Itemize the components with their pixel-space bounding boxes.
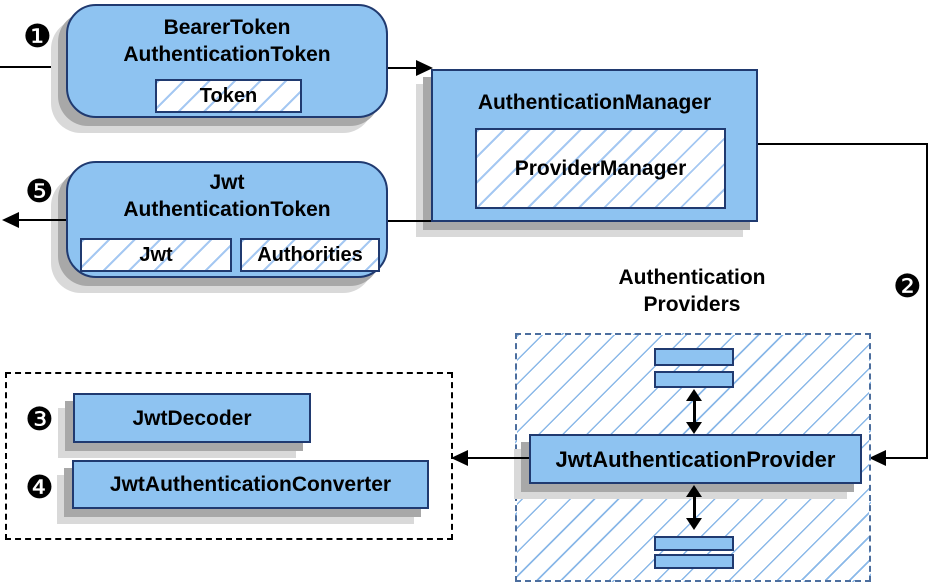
arrow-shaft bbox=[692, 494, 696, 521]
jwt-decoder-node: JwtDecoder bbox=[73, 393, 311, 443]
authentication-manager-node: AuthenticationManager ProviderManager bbox=[431, 69, 758, 222]
step5-arrowhead bbox=[2, 212, 19, 228]
authentication-manager-title: AuthenticationManager bbox=[477, 91, 712, 114]
arrow-down-tip bbox=[686, 422, 702, 434]
manager-to-jwt-token-line bbox=[388, 220, 431, 222]
arrow-up-tip bbox=[686, 485, 702, 497]
jwt-field-label: Jwt bbox=[139, 243, 173, 266]
step2-badge: ❷ bbox=[893, 267, 922, 305]
other-provider-rect-top-2 bbox=[654, 371, 734, 388]
authorities-field: Authorities bbox=[240, 238, 380, 272]
provider-manager-field: ProviderManager bbox=[475, 128, 726, 209]
jwt-token-title-line1: Jwt bbox=[209, 171, 245, 194]
token-field: Token bbox=[155, 79, 302, 113]
step2-line-vertical bbox=[926, 143, 928, 459]
other-provider-rect-bottom-2 bbox=[654, 554, 734, 569]
step1-incoming-line bbox=[0, 66, 66, 68]
bearer-token-authentication-token-node: BearerToken AuthenticationToken Token bbox=[66, 4, 388, 118]
arrow-shaft bbox=[692, 398, 696, 425]
bearer-token-node-title: BearerToken AuthenticationToken bbox=[68, 6, 386, 68]
step2-arrowhead bbox=[869, 450, 886, 466]
jwt-authentication-token-node: Jwt AuthenticationToken Jwt Authorities bbox=[66, 161, 388, 278]
step2-line-bottom bbox=[886, 457, 928, 459]
arrow-up-tip bbox=[686, 389, 702, 401]
jwt-authentication-provider-node: JwtAuthenticationProvider bbox=[529, 434, 862, 484]
bearer-to-manager-arrowhead bbox=[416, 60, 433, 76]
step4-badge: ❹ bbox=[25, 468, 54, 506]
authentication-providers-label: Authentication Providers bbox=[567, 264, 817, 318]
provider-link-arrow-top bbox=[686, 389, 702, 434]
jwt-field: Jwt bbox=[80, 238, 232, 272]
provider-to-helpers-arrowhead bbox=[451, 450, 468, 466]
step5-outgoing-line bbox=[19, 219, 66, 221]
authentication-providers-label-line1: Authentication bbox=[618, 266, 766, 289]
bearer-token-title-line2: AuthenticationToken bbox=[123, 43, 331, 66]
other-provider-rect-top-1 bbox=[654, 348, 734, 366]
authentication-providers-label-line2: Providers bbox=[643, 293, 741, 316]
provider-manager-label: ProviderManager bbox=[514, 156, 687, 180]
token-field-label: Token bbox=[199, 84, 258, 107]
bearer-token-title-line1: BearerToken bbox=[163, 16, 291, 39]
provider-to-helpers-line bbox=[468, 457, 529, 459]
jwt-token-node-title: Jwt AuthenticationToken bbox=[68, 163, 386, 223]
jwt-authentication-converter-label: JwtAuthenticationConverter bbox=[109, 473, 392, 496]
step1-badge: ❶ bbox=[23, 17, 52, 55]
provider-link-arrow-bottom bbox=[686, 485, 702, 530]
jwt-decoder-label: JwtDecoder bbox=[132, 406, 252, 430]
other-provider-rect-bottom-1 bbox=[654, 536, 734, 551]
step2-line-top bbox=[758, 143, 928, 145]
jwt-authentication-converter-node: JwtAuthenticationConverter bbox=[72, 460, 429, 509]
bearer-to-manager-line bbox=[388, 67, 417, 69]
step5-badge: ❺ bbox=[25, 172, 54, 210]
jwt-authentication-provider-label: JwtAuthenticationProvider bbox=[555, 446, 836, 472]
arrow-down-tip bbox=[686, 518, 702, 530]
authorities-field-label: Authorities bbox=[257, 243, 363, 266]
step3-badge: ❸ bbox=[25, 400, 54, 438]
jwt-token-title-line2: AuthenticationToken bbox=[123, 198, 331, 221]
